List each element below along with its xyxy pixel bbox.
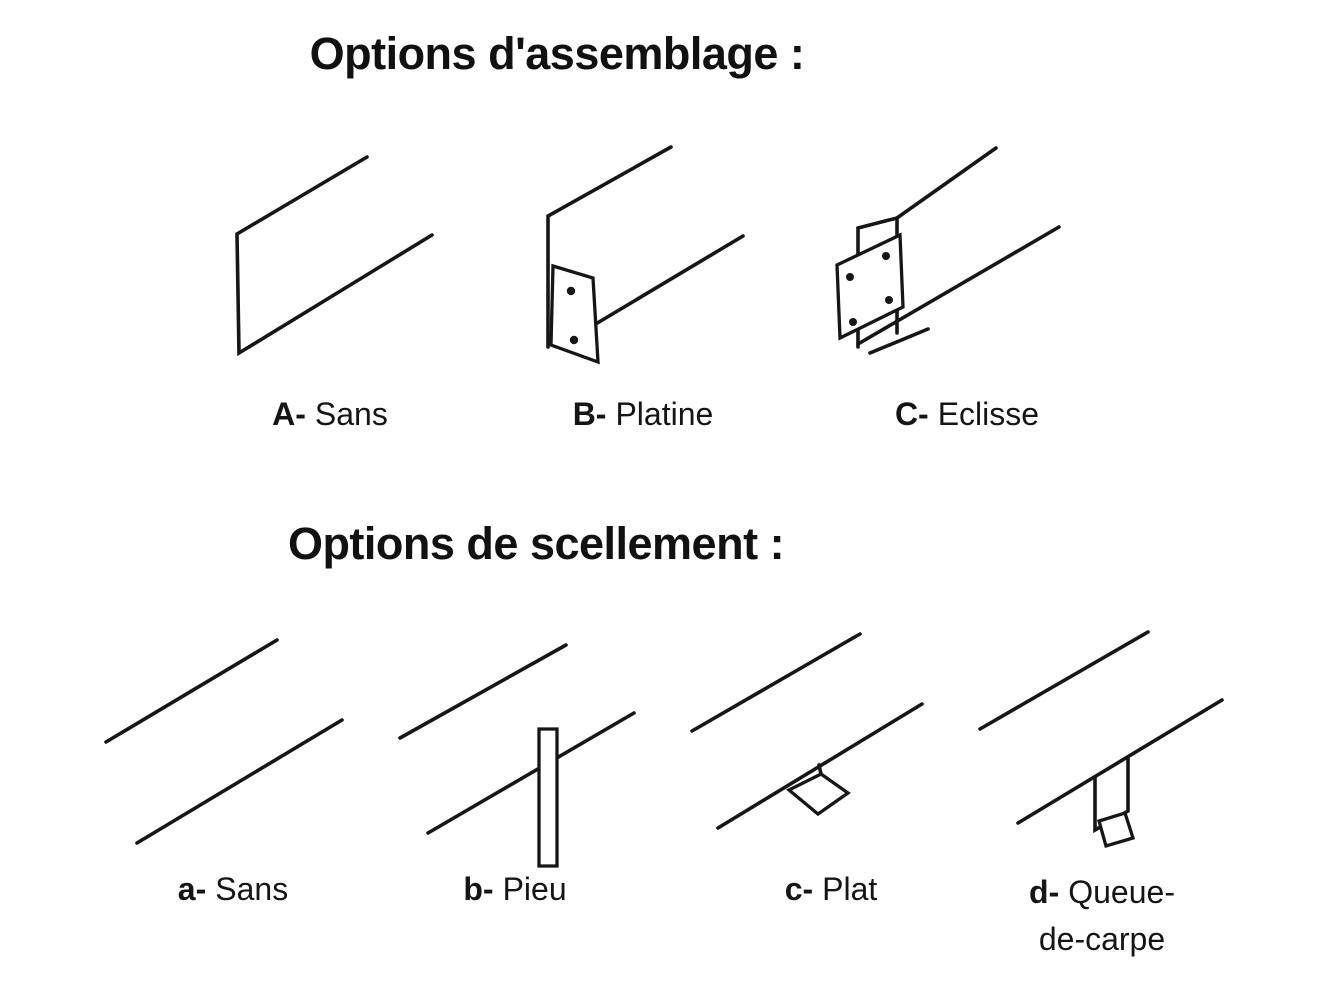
drawing-assemblage-platine-icon [546,145,745,365]
option-letter: a- [177,871,207,907]
bolt-hole [882,252,890,260]
bolt-hole [846,273,854,281]
option-name: Sans [314,396,388,432]
band-bottom-edge-2 [868,327,930,355]
band-bottom-edge [426,711,636,835]
band-bottom-edge [592,234,745,327]
option-name: Sans [215,871,289,907]
option-letter: b- [463,871,494,907]
option-name: Eclisse [937,396,1040,432]
label-scellement-queue-de-carpe: d-Queue-de-carpe [1013,869,1191,963]
bolt-hole [569,335,579,345]
option-letter: d- [1029,874,1060,910]
band-outline [546,145,673,349]
option-letter: A- [272,396,306,432]
assemblage-title: Options d'assemblage : [309,28,805,79]
band-top-edge [690,632,862,733]
tail-foot [1096,810,1136,849]
option-name: Platine [615,396,714,432]
bolt-hole [885,296,893,304]
label-scellement-pieu: b-Pieu [463,871,566,908]
label-scellement-plat: c-Plat [785,871,878,908]
option-name: Pieu [502,871,567,907]
band-bottom-edge [135,718,344,845]
drawing-assemblage-eclisse-icon [835,146,1061,355]
label-scellement-sans: a-Sans [178,871,288,908]
label-assemblage-platine: B-Platine [573,396,714,433]
drawing-scellement-queue-de-carpe-icon [978,630,1224,849]
drawing-scellement-pieu-icon [398,643,636,868]
drawing-scellement-sans-icon [104,638,344,845]
option-letter: B- [572,396,607,432]
stake [537,727,559,868]
band-outline [235,155,434,357]
band-top-edge [398,643,568,740]
flat-tab [785,772,851,817]
band-bottom-edge [856,225,1061,346]
option-name: Queue-de-carpe [1038,874,1175,957]
band-bottom-edge [1016,698,1224,825]
drawing-assemblage-sans-icon [235,155,434,357]
splice-plate [835,232,905,341]
band-top-edge [104,638,279,744]
option-name: Plat [822,871,878,907]
label-assemblage-eclisse: C-Eclisse [895,396,1039,433]
option-letter: C- [894,396,929,432]
base-plate [549,263,600,365]
drawing-scellement-plat-icon [690,632,924,830]
bolt-hole [849,318,857,326]
label-assemblage-sans: A-Sans [272,396,388,433]
option-letter: c- [784,871,814,907]
band-top-edge [978,630,1150,731]
bolt-hole [566,286,576,296]
scellement-title: Options de scellement : [287,518,785,569]
